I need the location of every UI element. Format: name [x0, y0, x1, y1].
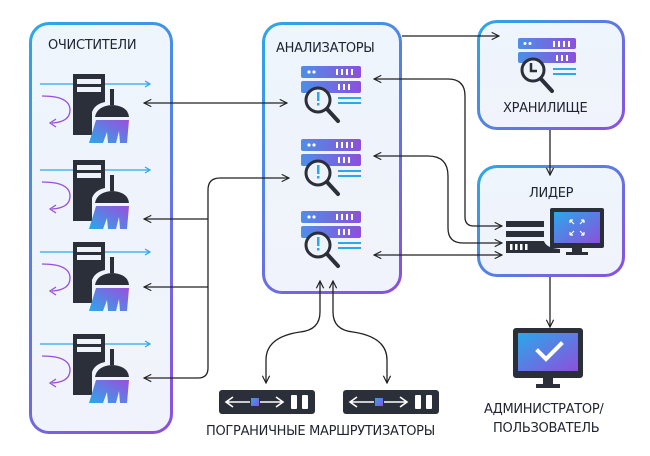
storage-label: ХРАНИЛИЩЕ	[503, 101, 588, 116]
router-icon	[219, 390, 315, 414]
server-alert-magnifier-icon	[301, 66, 361, 123]
connector-analyzer3-router2	[333, 281, 387, 383]
cleaners-label: ОЧИСТИТЕЛИ	[48, 38, 137, 53]
leader-label: ЛИДЕР	[529, 186, 574, 201]
connector-analyzer2-bus	[144, 178, 289, 378]
connector-analyzer2-leader	[374, 156, 502, 243]
connector-analyzer3-router1	[266, 281, 320, 383]
admin-label-line2: ПОЛЬЗОВАТЕЛЬ	[493, 421, 600, 436]
server-monitor-icon	[506, 208, 604, 255]
server-broom-icon	[40, 74, 152, 143]
monitor-check-icon	[513, 328, 583, 388]
router-icon	[342, 389, 440, 415]
server-clock-magnifier-icon	[518, 38, 576, 93]
routers-label: ПОГРАНИЧНЫЕ МАРШРУТИЗАТОРЫ	[206, 424, 435, 439]
analyzers-label: АНАЛИЗАТОРЫ	[276, 41, 375, 56]
admin-label-line1: АДМИНИСТРАТОР/	[484, 402, 604, 417]
